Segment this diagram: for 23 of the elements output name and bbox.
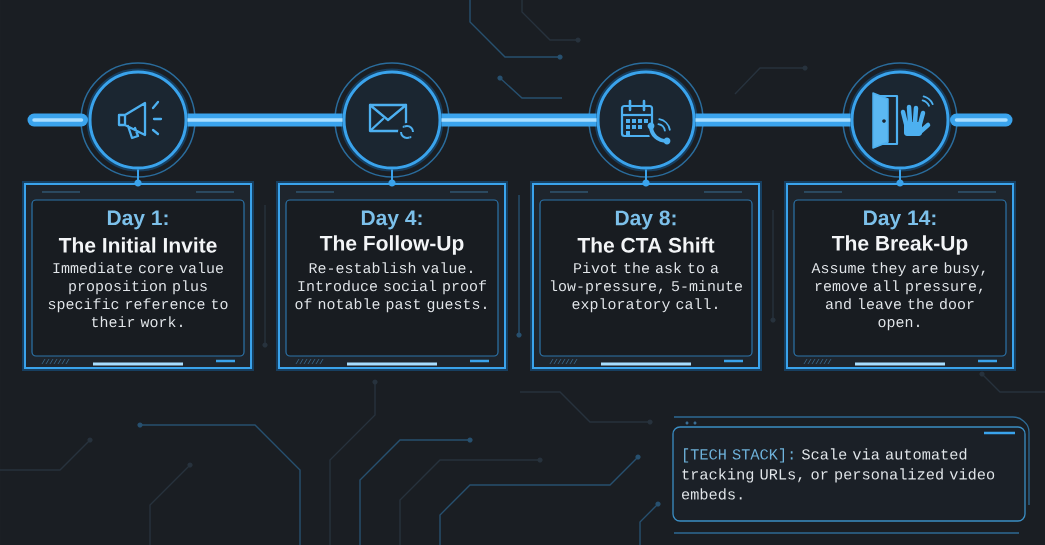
- day-label: Day 4:: [361, 210, 422, 230]
- card-title: The Initial Invite: [58, 237, 217, 253]
- connector-line: [137, 168, 139, 184]
- card-title: The Break-Up: [831, 235, 968, 255]
- card-description: Assume they are busy, remove all pressure, and leave the door open.: [811, 262, 985, 331]
- timeline-bar: [441, 113, 597, 127]
- day-label: Day 14:: [864, 210, 936, 230]
- timeline-bar: [695, 113, 851, 127]
- connector-line: [899, 168, 901, 184]
- timeline-bar: [187, 113, 343, 127]
- card-title: The CTA Shift: [577, 237, 715, 253]
- icon-circle: [588, 62, 704, 178]
- day-label: Day 8:: [615, 210, 676, 230]
- icon-circle: [80, 62, 196, 178]
- connector-line: [391, 168, 393, 184]
- card-title: The Follow-Up: [319, 235, 464, 255]
- card-description: Pivot the ask to a low-pressure, 5-minute exploratory call.: [550, 262, 742, 313]
- connector-line: [645, 168, 647, 184]
- note-panel: [TECH STACK]: Scale via automated tracking URLs, or personalized video embeds.: [672, 416, 1030, 534]
- card-description: Re-establish value. Introduce social proof of notable past guests.: [295, 262, 486, 313]
- icon-circle: [334, 62, 450, 178]
- day-label: Day 1:: [107, 210, 168, 230]
- card-description: Immediate core value proposition plus specific reference to their work.: [48, 262, 228, 328]
